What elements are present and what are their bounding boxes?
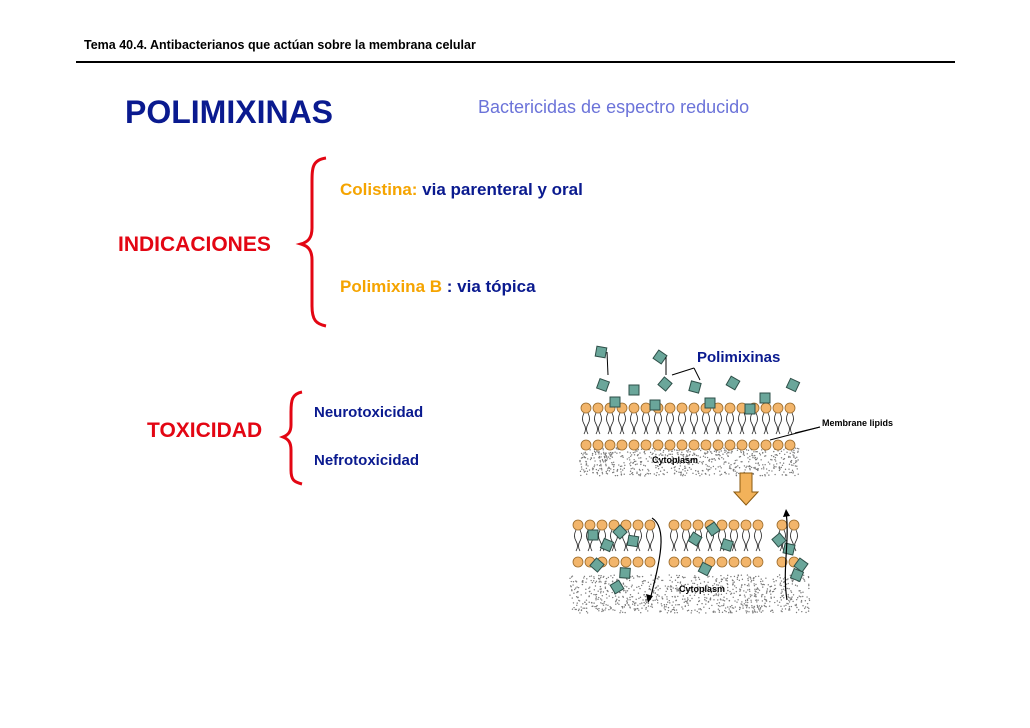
toxicidad-label: TOXICIDAD xyxy=(147,419,263,442)
drug-name: Colistina: xyxy=(340,180,418,199)
indication-polimixina-b: Polimixina B : via tópica xyxy=(340,277,536,297)
indicaciones-label: INDICACIONES xyxy=(118,233,271,256)
toxicidad-brace xyxy=(278,390,303,486)
bottom-cytoplasm-stipple xyxy=(569,574,811,614)
indication-colistina: Colistina: via parenteral y oral xyxy=(340,180,583,200)
cytoplasm-label-bottom: Cytoplasm xyxy=(679,584,725,594)
indicaciones-brace xyxy=(295,156,327,328)
slide-header: Tema 40.4. Antibacterianos que actúan so… xyxy=(84,38,476,52)
intact-membrane xyxy=(580,396,796,451)
cytoplasm-label-top: Cytoplasm xyxy=(652,455,698,465)
toxicity-item: Nefrotoxicidad xyxy=(314,452,420,469)
page-title: POLIMIXINAS xyxy=(125,94,334,130)
drug-name: Polimixina B xyxy=(340,277,443,296)
polymyxin-molecules xyxy=(594,345,801,404)
header-divider xyxy=(76,61,955,63)
disrupted-membrane xyxy=(572,519,809,595)
polymyxin-membrane-figure: Membrane lipids Cytoplasm Cytoplasm xyxy=(569,345,893,614)
drug-route: : via tópica xyxy=(442,277,536,296)
membrane-lipids-label: Membrane lipids xyxy=(822,418,893,428)
top-cytoplasm-stipple xyxy=(579,447,800,477)
drug-route: via parenteral y oral xyxy=(417,180,583,199)
down-arrow xyxy=(732,472,760,506)
toxicity-item: Neurotoxicidad xyxy=(314,404,424,421)
figure-title: Polimixinas xyxy=(697,349,781,366)
page-subtitle: Bactericidas de espectro reducido xyxy=(478,97,750,117)
